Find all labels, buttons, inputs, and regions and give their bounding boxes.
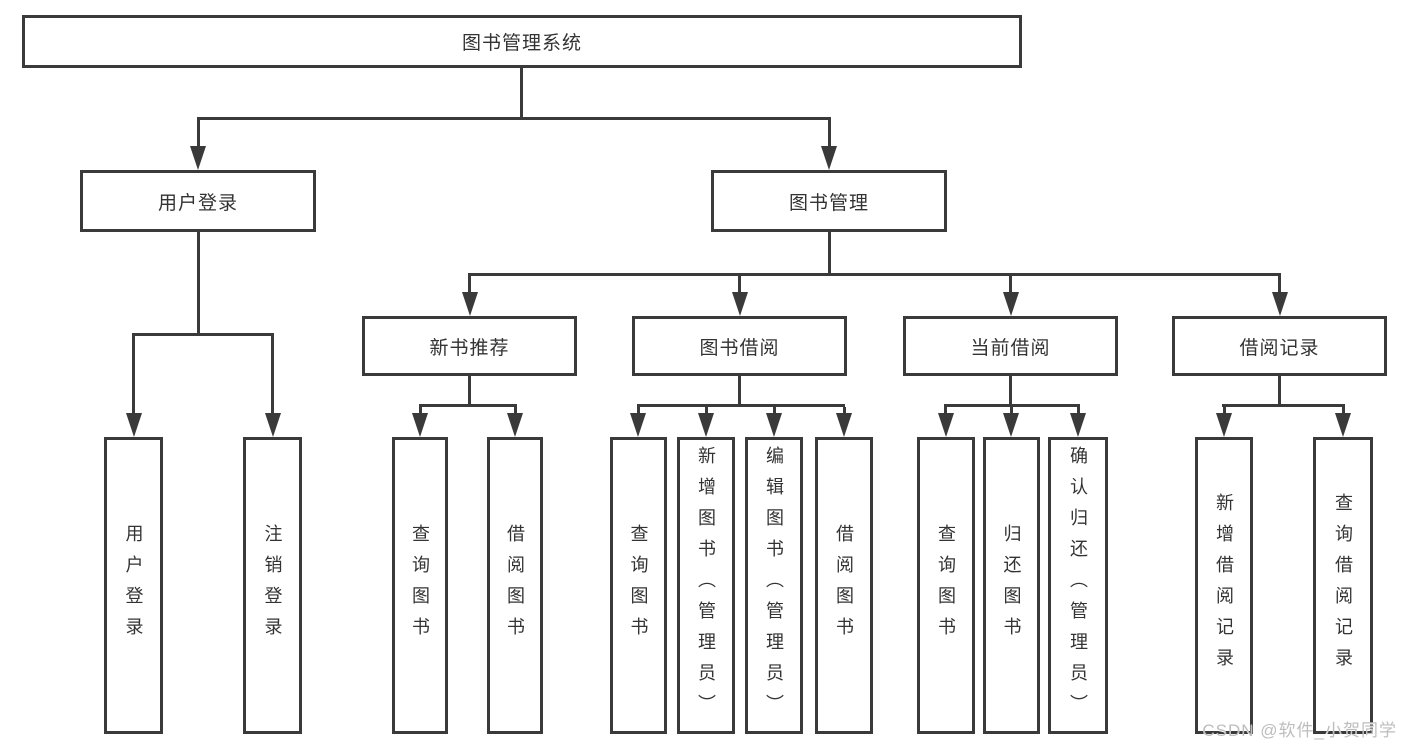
leaf-add-book-admin: 新增图书（管理员） [677,437,735,734]
connector-root-hbar [197,117,831,120]
arrowhead-down-icon [1003,292,1019,316]
connector-sec2-drop-3 [773,407,776,413]
leaf-label: 编辑图书（管理员） [764,446,784,725]
arrowhead-down-icon [698,413,714,437]
leaf-logout: 注销登录 [243,437,302,734]
connector-sec3-hbar [944,404,1080,407]
leaf-label: 借阅图书 [505,523,525,648]
leaf-label: 查询图书 [628,523,649,648]
connector-sec3-drop-3 [1077,407,1080,413]
leaf-query-borrow-record: 查询借阅记录 [1313,437,1373,734]
arrowhead-down-icon [836,413,852,437]
leaf-query-book: 查询图书 [610,437,667,734]
node-user-login-label: 用户登录 [157,192,238,214]
arrowhead-down-icon [190,146,206,170]
leaf-label: 借阅图书 [834,523,854,648]
node-user-login: 用户登录 [80,170,316,232]
node-current-borrow-label: 当前借阅 [970,337,1051,359]
connector-root-drop-left [197,120,200,147]
leaf-user-login: 用户登录 [104,437,163,734]
connector-bookmgmt-drop-2 [738,276,741,292]
leaf-label: 查询图书 [410,523,430,648]
leaf-return-book: 归还图书 [983,437,1040,734]
connector-bookmgmt-hbar [468,273,1281,276]
connector-root-stem [520,68,523,118]
connector-sec2-stem [738,376,741,405]
leaf-label: 查询图书 [936,523,956,648]
watermark: CSDN @软件_小贺同学 [1202,721,1397,740]
node-borrow-records-label: 借阅记录 [1239,337,1320,359]
arrowhead-down-icon [265,413,281,437]
node-root-label: 图书管理系统 [461,33,582,54]
arrowhead-down-icon [938,413,954,437]
arrowhead-down-icon [821,146,837,170]
leaf-label: 归还图书 [1001,523,1022,648]
connector-sec1-drop-2 [514,407,517,413]
node-current-borrow: 当前借阅 [903,316,1118,376]
leaf-query-book: 查询图书 [392,437,448,734]
arrowhead-down-icon [126,413,142,437]
connector-sec1-stem [468,376,471,405]
leaf-edit-book-admin: 编辑图书（管理员） [745,437,803,734]
connector-bookmgmt-stem [828,232,831,274]
connector-sec4-stem [1278,376,1281,405]
arrowhead-down-icon [1070,413,1086,437]
connector-sec2-drop-4 [843,407,846,413]
leaf-query-book: 查询图书 [917,437,975,734]
leaf-label: 新增图书（管理员） [696,446,716,725]
arrowhead-down-icon [766,413,782,437]
node-book-management-label: 图书管理 [788,192,869,214]
connector-sec2-hbar [637,404,845,407]
connector-userlogin-drop-1 [132,336,135,413]
arrowhead-down-icon [462,292,478,316]
arrowhead-down-icon [732,292,748,316]
connector-bookmgmt-drop-1 [468,276,471,292]
arrowhead-down-icon [1335,413,1351,437]
leaf-label: 新增借阅记录 [1214,492,1234,679]
node-book-borrow-label: 图书借阅 [699,337,780,359]
connector-sec3-drop-2 [1010,407,1013,413]
leaf-confirm-return-admin: 确认归还（管理员） [1048,437,1108,734]
node-book-management: 图书管理 [711,170,947,232]
connector-root-drop-right [828,120,831,147]
leaf-label: 注销登录 [262,523,283,648]
node-borrow-records: 借阅记录 [1172,316,1387,376]
connector-sec1-hbar [419,404,517,407]
connector-sec2-drop-2 [705,407,708,413]
connector-userlogin-drop-2 [271,336,274,413]
arrowhead-down-icon [1272,292,1288,316]
node-book-borrow: 图书借阅 [632,316,847,376]
arrowhead-down-icon [1003,413,1019,437]
leaf-add-borrow-record: 新增借阅记录 [1195,437,1253,734]
leaf-label: 用户登录 [123,523,144,648]
arrowhead-down-icon [1216,413,1232,437]
leaf-borrow-book: 借阅图书 [487,437,543,734]
connector-sec3-drop-1 [944,407,947,413]
connector-sec2-drop-1 [637,407,640,413]
node-new-book-recommend-label: 新书推荐 [429,337,510,359]
node-new-book-recommend: 新书推荐 [362,316,577,376]
leaf-label: 确认归还（管理员） [1068,446,1088,725]
leaf-borrow-book: 借阅图书 [815,437,873,734]
connector-sec4-drop-2 [1342,407,1345,413]
arrowhead-down-icon [630,413,646,437]
connector-userlogin-hbar [132,333,274,336]
connector-sec3-stem [1009,376,1012,405]
arrowhead-down-icon [507,413,523,437]
connector-bookmgmt-drop-3 [1009,276,1012,292]
connector-userlogin-stem [197,232,200,334]
connector-bookmgmt-drop-4 [1278,276,1281,292]
node-root: 图书管理系统 [22,15,1022,68]
connector-sec4-hbar [1222,404,1345,407]
arrowhead-down-icon [412,413,428,437]
connector-sec4-drop-1 [1223,407,1226,413]
connector-sec1-drop-1 [419,407,422,413]
leaf-label: 查询借阅记录 [1333,492,1353,679]
